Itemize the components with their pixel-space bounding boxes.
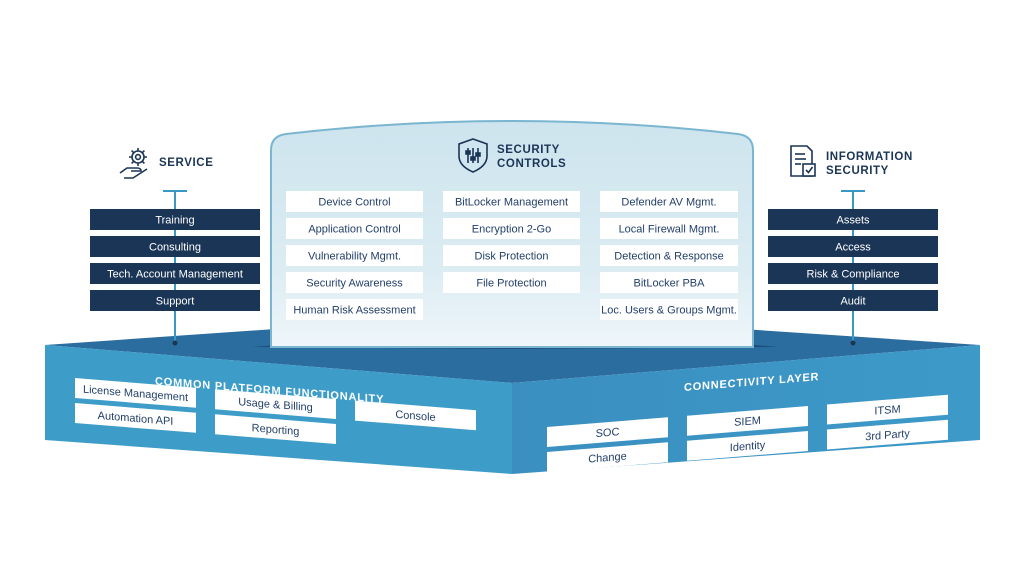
security-controls-col1: Device Control Application Control Vulne…: [286, 191, 423, 320]
information-security-header: INFORMATION SECURITY: [790, 145, 913, 177]
connectivity-item-soc[interactable]: SOC: [547, 417, 668, 447]
platform-item-console[interactable]: Console: [355, 400, 476, 431]
platform-item-license-management[interactable]: License Management: [75, 378, 196, 408]
svg-text:Encryption 2-Go: Encryption 2-Go: [472, 224, 551, 236]
control-vulnerability-mgmt[interactable]: Vulnerability Mgmt.: [286, 245, 423, 266]
infosec-item-access[interactable]: Access: [768, 236, 938, 257]
security-controls-col2: BitLocker Management Encryption 2-Go Dis…: [443, 191, 580, 293]
svg-text:Risk & Compliance: Risk & Compliance: [807, 269, 900, 281]
control-bitlocker-pba[interactable]: BitLocker PBA: [600, 272, 738, 293]
svg-text:Detection & Response: Detection & Response: [614, 251, 723, 263]
control-device-control[interactable]: Device Control: [286, 191, 423, 212]
control-defender-av-mgmt[interactable]: Defender AV Mgmt.: [600, 191, 738, 212]
platform-item-automation-api[interactable]: Automation API: [75, 403, 196, 433]
control-application-control[interactable]: Application Control: [286, 218, 423, 239]
svg-text:Training: Training: [155, 215, 194, 227]
control-detection-response[interactable]: Detection & Response: [600, 245, 738, 266]
connectivity-item-itsm[interactable]: ITSM: [827, 394, 948, 425]
connectivity-item-change[interactable]: Change: [547, 442, 668, 472]
svg-text:Vulnerability Mgmt.: Vulnerability Mgmt.: [308, 251, 401, 263]
svg-text:SOC: SOC: [596, 426, 620, 440]
connectivity-item-3rd-party[interactable]: 3rd Party: [827, 419, 948, 450]
control-security-awareness[interactable]: Security Awareness: [286, 272, 423, 293]
svg-text:3rd Party: 3rd Party: [865, 428, 910, 444]
infosec-item-audit[interactable]: Audit: [768, 290, 938, 311]
service-item-consulting[interactable]: Consulting: [90, 236, 260, 257]
service-list: Training Consulting Tech. Account Manage…: [90, 209, 260, 311]
shield-sliders-icon: [458, 138, 488, 173]
svg-text:BitLocker PBA: BitLocker PBA: [634, 278, 706, 290]
svg-text:ITSM: ITSM: [874, 404, 900, 418]
infosec-item-risk[interactable]: Risk & Compliance: [768, 263, 938, 284]
control-file-protection[interactable]: File Protection: [443, 272, 580, 293]
svg-text:Defender AV Mgmt.: Defender AV Mgmt.: [621, 197, 716, 209]
svg-text:Usage & Billing: Usage & Billing: [238, 396, 312, 414]
svg-text:Reporting: Reporting: [252, 422, 300, 438]
svg-text:SIEM: SIEM: [734, 415, 761, 429]
svg-text:Disk Protection: Disk Protection: [475, 251, 549, 263]
svg-text:Tech. Account Management: Tech. Account Management: [107, 269, 243, 281]
svg-text:Consulting: Consulting: [149, 242, 201, 254]
security-controls-col3: Defender AV Mgmt. Local Firewall Mgmt. D…: [600, 191, 738, 320]
control-local-firewall-mgmt[interactable]: Local Firewall Mgmt.: [600, 218, 738, 239]
common-platform-section: COMMON PLATFORM FUNCTIONALITY License Ma…: [75, 375, 476, 445]
svg-text:Application Control: Application Control: [308, 224, 400, 236]
svg-text:Access: Access: [835, 242, 871, 254]
infosec-title-line2: SECURITY: [826, 165, 889, 177]
svg-text:Audit: Audit: [840, 296, 865, 308]
svg-text:Device Control: Device Control: [318, 197, 390, 209]
connectivity-item-identity[interactable]: Identity: [687, 430, 808, 461]
security-controls-header: SECURITY CONTROLS: [458, 138, 566, 173]
control-encryption-2go[interactable]: Encryption 2-Go: [443, 218, 580, 239]
svg-text:Local Firewall Mgmt.: Local Firewall Mgmt.: [619, 224, 720, 236]
svg-text:File Protection: File Protection: [476, 278, 546, 290]
hand-gear-icon: [119, 148, 148, 179]
platform-item-usage-billing[interactable]: Usage & Billing: [215, 389, 336, 420]
control-local-users-groups[interactable]: Loc. Users & Groups Mgmt.: [600, 299, 738, 320]
infosec-item-assets[interactable]: Assets: [768, 209, 938, 230]
control-bitlocker-management[interactable]: BitLocker Management: [443, 191, 580, 212]
platform-item-reporting[interactable]: Reporting: [215, 414, 336, 445]
service-header: SERVICE: [119, 148, 213, 179]
svg-text:Security Awareness: Security Awareness: [306, 278, 403, 290]
connectivity-item-siem[interactable]: SIEM: [687, 405, 808, 436]
infosec-list: Assets Access Risk & Compliance Audit: [768, 209, 938, 311]
svg-text:Support: Support: [156, 296, 195, 308]
service-item-training[interactable]: Training: [90, 209, 260, 230]
security-controls-title-line2: CONTROLS: [497, 158, 566, 170]
service-item-tam[interactable]: Tech. Account Management: [90, 263, 260, 284]
document-check-icon: [790, 145, 816, 177]
control-human-risk-assessment[interactable]: Human Risk Assessment: [286, 299, 423, 320]
service-title: SERVICE: [159, 157, 213, 169]
svg-text:Console: Console: [395, 409, 435, 424]
svg-text:Change: Change: [588, 451, 626, 466]
svg-text:Identity: Identity: [730, 439, 766, 454]
service-item-support[interactable]: Support: [90, 290, 260, 311]
control-disk-protection[interactable]: Disk Protection: [443, 245, 580, 266]
svg-text:Assets: Assets: [836, 215, 870, 227]
svg-text:BitLocker Management: BitLocker Management: [455, 197, 568, 209]
security-controls-title-line1: SECURITY: [497, 144, 560, 156]
svg-text:Human Risk Assessment: Human Risk Assessment: [293, 305, 415, 317]
infosec-title-line1: INFORMATION: [826, 151, 913, 163]
svg-text:Loc. Users & Groups Mgmt.: Loc. Users & Groups Mgmt.: [601, 305, 737, 317]
